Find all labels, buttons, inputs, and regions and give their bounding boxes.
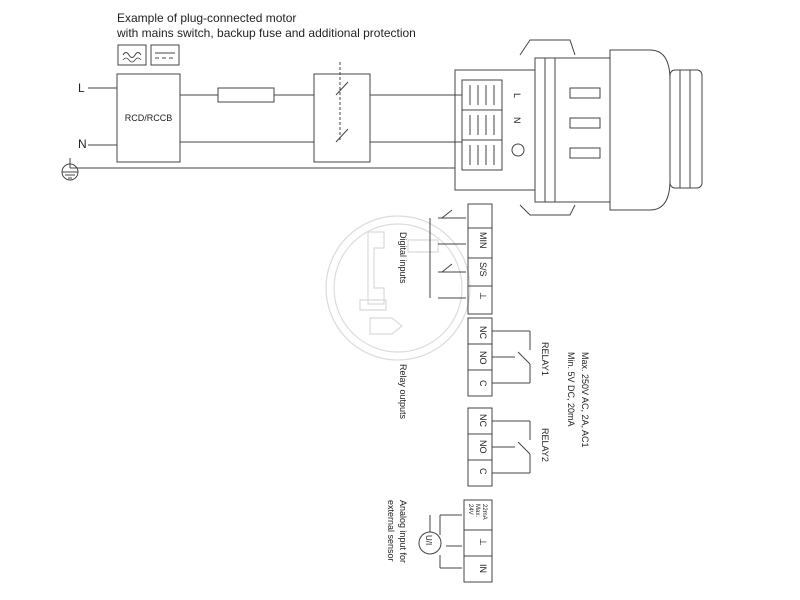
analog-input-label-line1: Analog input for <box>398 500 408 563</box>
rcd-type-icons <box>117 44 180 66</box>
rcd-label: RCD/RCCB <box>125 113 173 123</box>
analog-input-label-line2: external sensor <box>386 500 396 562</box>
motor-plug-housing <box>454 39 703 216</box>
plug-terminal-block <box>461 79 525 171</box>
relay1-terminals <box>467 317 531 397</box>
relay2-terminal-no: NO <box>478 440 488 454</box>
di-terminal-ss: S/S <box>478 262 488 277</box>
plug-terminal-l: L <box>512 93 522 98</box>
relay-rating-min: Min. 5V DC, 20mA <box>566 352 576 427</box>
digital-inputs-label: Digital inputs <box>398 232 408 284</box>
analog-supply-max: Max. <box>474 504 480 517</box>
relay2-terminals <box>467 407 531 487</box>
analog-supply-22ma: 22mA <box>481 504 487 520</box>
plug-terminal-n: N <box>512 117 522 124</box>
analog-supply-24v: 24V <box>467 504 473 515</box>
rcd-box <box>116 73 181 163</box>
di-terminal-ground: ⊥ <box>478 292 488 300</box>
mains-live-label: L <box>78 81 85 95</box>
earth-icon <box>61 163 79 181</box>
mains-switch-box <box>313 73 371 163</box>
di-terminal-min: MIN <box>478 232 488 249</box>
sensor-symbol: U/I <box>424 535 433 545</box>
digital-input-terminals <box>429 203 493 315</box>
diagram-title-line1: Example of plug-connected motor <box>117 11 297 25</box>
relay-rating-max: Max. 250V AC, 2A, AC1 <box>580 352 590 448</box>
mains-neutral-label: N <box>78 137 87 151</box>
relay-outputs-label: Relay outputs <box>398 364 408 420</box>
ai-terminal-in: IN <box>478 564 488 573</box>
relay1-terminal-nc: NC <box>478 326 488 339</box>
mains-wiring <box>69 62 462 169</box>
ac-wave-icon <box>122 52 142 58</box>
watermark-logo <box>325 215 471 361</box>
analog-input-terminals <box>418 499 493 583</box>
backup-fuse <box>217 87 275 103</box>
relay1-terminal-no: NO <box>478 351 488 365</box>
relay2-label: RELAY2 <box>540 428 550 462</box>
relay1-terminal-c: C <box>478 380 488 387</box>
relay2-terminal-c: C <box>478 468 488 475</box>
relay2-terminal-nc: NC <box>478 414 488 427</box>
plug-earth-icon <box>511 143 525 157</box>
diagram-title-line2: with mains switch, backup fuse and addit… <box>117 26 416 40</box>
relay1-label: RELAY1 <box>540 342 550 376</box>
ai-terminal-ground: ⊥ <box>478 538 488 546</box>
